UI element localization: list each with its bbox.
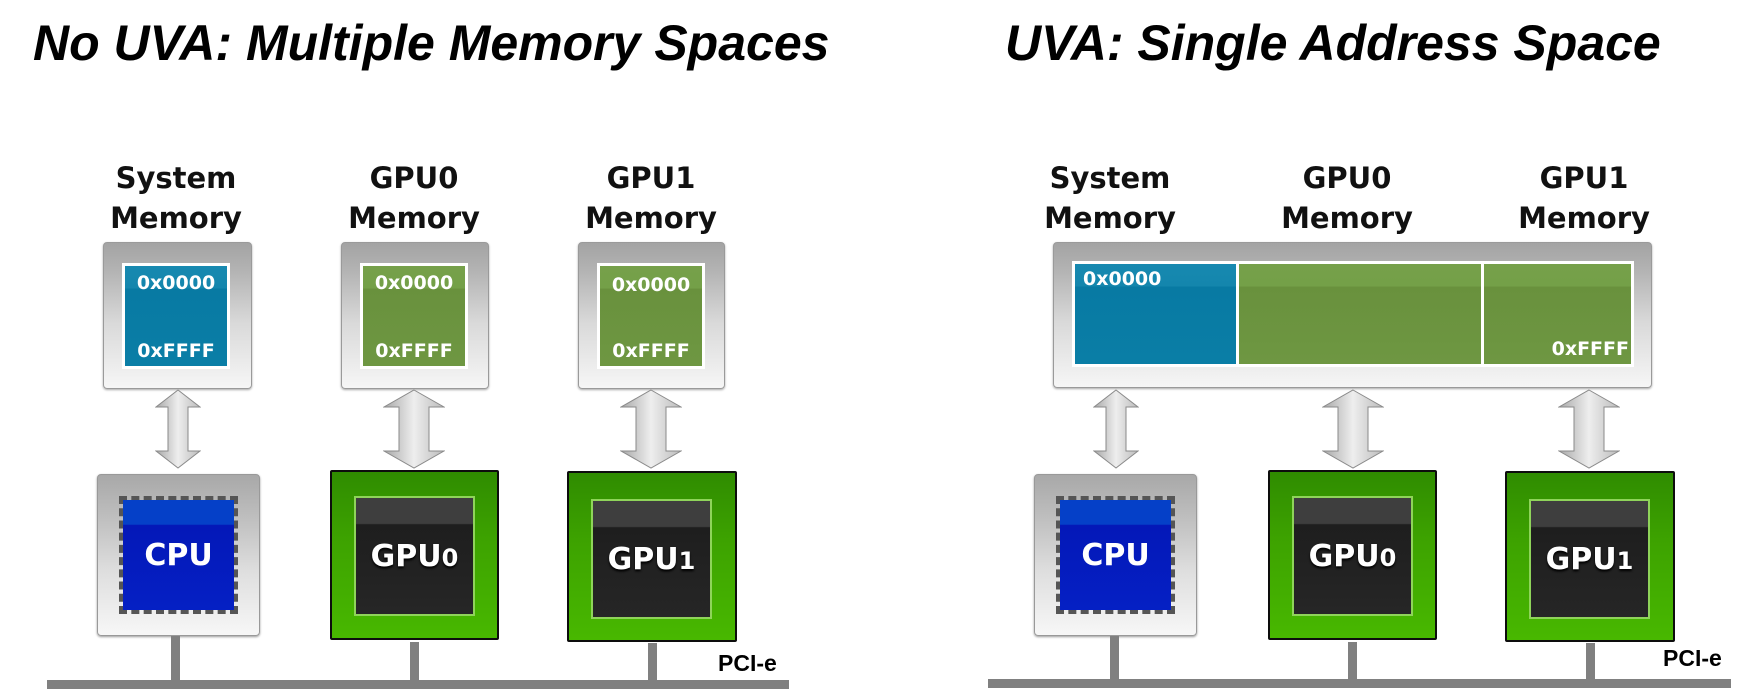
label-line2: Memory <box>1044 201 1176 235</box>
system-memory-label: System Memory <box>1000 158 1220 238</box>
gpu1-memory-label: GPU1 Memory <box>1474 158 1694 238</box>
pcie-bus <box>47 680 789 689</box>
gpu0-memory-label: GPU0 Memory <box>304 158 524 238</box>
bus-connector <box>648 643 657 682</box>
unified-memory-block: 0x0000 0xFFFF <box>1072 261 1634 367</box>
cpu-chip: CPU <box>97 474 260 636</box>
gpu0-label: GPU0 <box>371 539 459 574</box>
gpu1-memory-block: 0x0000 0xFFFF <box>597 263 705 369</box>
gpu-index: 0 <box>1379 543 1397 572</box>
pcie-bus <box>988 679 1731 688</box>
right-panel-title: UVA: Single Address Space <box>1005 15 1661 71</box>
bidirectional-arrow-icon <box>620 389 682 469</box>
bus-connector <box>410 642 419 682</box>
end-address: 0xFFFF <box>1551 338 1629 360</box>
gpu1-label: GPU1 <box>1546 542 1634 577</box>
bus-connector <box>1348 642 1357 681</box>
end-address: 0xFFFF <box>612 340 690 362</box>
gpu0-chip: GPU0 <box>1268 470 1437 640</box>
gpu0-label: GPU0 <box>1309 539 1397 574</box>
bidirectional-arrow-icon <box>1093 389 1139 469</box>
label-line1: GPU1 <box>606 161 696 195</box>
label-line2: Memory <box>1281 201 1413 235</box>
cpu-die: CPU <box>119 496 238 614</box>
pcie-label: PCI-e <box>718 650 777 676</box>
system-memory-frame: 0x0000 0xFFFF <box>103 242 252 389</box>
bidirectional-arrow-icon <box>1558 389 1620 469</box>
gpu-name: GPU <box>607 541 679 577</box>
gpu-name: GPU <box>370 538 442 574</box>
gpu0-memory-label: GPU0 Memory <box>1237 158 1457 238</box>
gpu0-die: GPU0 <box>354 496 475 616</box>
bidirectional-arrow-icon <box>155 389 201 469</box>
cpu-label: CPU <box>144 537 213 573</box>
gpu1-memory-frame: 0x0000 0xFFFF <box>578 242 725 389</box>
cpu-chip: CPU <box>1034 474 1197 636</box>
gpu1-chip: GPU1 <box>567 471 737 642</box>
left-panel-title: No UVA: Multiple Memory Spaces <box>33 15 830 71</box>
label-line1: GPU0 <box>1302 161 1392 195</box>
label-line2: Memory <box>1518 201 1650 235</box>
end-address: 0xFFFF <box>137 340 215 362</box>
system-memory-label: System Memory <box>66 158 286 238</box>
gpu1-chip: GPU1 <box>1505 471 1675 642</box>
bus-connector <box>1110 636 1119 681</box>
gpu0-chip: GPU0 <box>330 470 499 640</box>
gpu1-memory-label: GPU1 Memory <box>541 158 761 238</box>
bidirectional-arrow-icon <box>1322 389 1384 469</box>
system-memory-block: 0x0000 0xFFFF <box>122 263 230 369</box>
gpu-index: 1 <box>1616 546 1634 575</box>
gpu0-memory-block: 0x0000 0xFFFF <box>360 263 468 369</box>
system-memory-region: 0x0000 <box>1072 261 1238 367</box>
gpu1-die: GPU1 <box>1529 499 1650 619</box>
label-line2: Memory <box>348 201 480 235</box>
label-line1: System <box>1049 161 1171 195</box>
gpu1-label: GPU1 <box>608 542 696 577</box>
gpu-name: GPU <box>1545 541 1617 577</box>
label-line1: GPU1 <box>1539 161 1629 195</box>
gpu0-memory-frame: 0x0000 0xFFFF <box>341 242 489 389</box>
label-line2: Memory <box>585 201 717 235</box>
label-line1: System <box>115 161 237 195</box>
gpu1-memory-region: 0xFFFF <box>1483 261 1634 367</box>
label-line1: GPU0 <box>369 161 459 195</box>
gpu0-die: GPU0 <box>1292 496 1413 616</box>
gpu-name: GPU <box>1308 538 1380 574</box>
start-address: 0x0000 <box>1083 268 1162 290</box>
start-address: 0x0000 <box>136 272 216 294</box>
gpu0-memory-region <box>1238 261 1483 367</box>
start-address: 0x0000 <box>611 274 691 296</box>
unified-memory-frame: 0x0000 0xFFFF <box>1053 242 1652 388</box>
bidirectional-arrow-icon <box>383 389 445 469</box>
cpu-label: CPU <box>1081 537 1150 573</box>
start-address: 0x0000 <box>374 272 454 294</box>
gpu-index: 0 <box>441 543 459 572</box>
cpu-die: CPU <box>1056 496 1175 614</box>
pcie-label: PCI-e <box>1663 645 1722 671</box>
gpu1-die: GPU1 <box>591 499 712 619</box>
bus-connector <box>171 636 180 682</box>
label-line2: Memory <box>110 201 242 235</box>
bus-connector <box>1586 643 1595 681</box>
gpu-index: 1 <box>678 546 696 575</box>
end-address: 0xFFFF <box>375 340 453 362</box>
